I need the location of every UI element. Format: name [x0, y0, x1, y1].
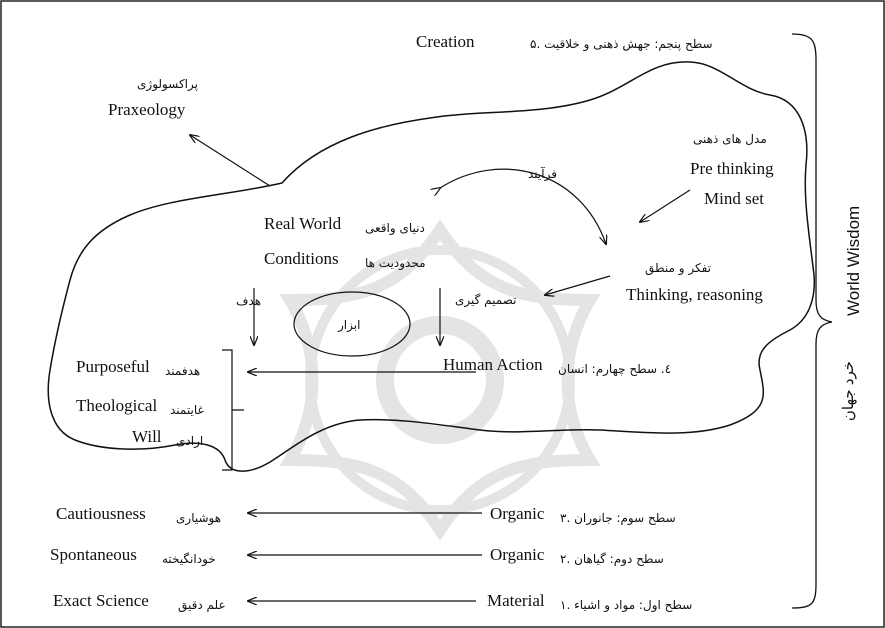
thinking-en: Thinking, reasoning: [626, 285, 763, 304]
level2-label: ۲. سطح دوم: گیاهان: [560, 552, 664, 566]
level4-en: Human Action: [443, 355, 543, 374]
praxeology-fa: پراکسولوژی: [137, 77, 198, 91]
level5-en: Creation: [416, 32, 475, 51]
level2-en: Organic: [490, 545, 545, 564]
level1-outcome-en: Exact Science: [53, 591, 149, 610]
world-wisdom-bracket: [791, 33, 833, 609]
goal-label: هدف: [236, 294, 262, 308]
thinking-fa: تفکر و منطق: [645, 261, 711, 275]
mindset-en2: Mind set: [704, 189, 764, 208]
attr-theological-fa: غایتمند: [170, 403, 204, 417]
attr-purposeful-fa: هدفمند: [165, 364, 201, 378]
mindset-en1: Pre thinking: [690, 159, 774, 178]
conditions-fa: محدودیت ها: [365, 256, 426, 270]
level3-outcome-fa: هوشیاری: [176, 511, 222, 525]
tool-label: ابزار: [338, 318, 361, 332]
decision-label: تصمیم گیری: [455, 293, 517, 307]
praxeology-en: Praxeology: [108, 100, 186, 119]
level2-outcome-en: Spontaneous: [50, 545, 137, 564]
level1-outcome-fa: علم دقیق: [178, 598, 226, 612]
praxeology-arrow: [190, 135, 271, 187]
level1-en: Material: [487, 591, 545, 610]
conditions-en: Conditions: [264, 249, 339, 268]
level5-label: ۵. سطح پنجم: جهش ذهنی و خلاقیت: [530, 37, 713, 51]
level2-outcome-fa: خودانگیخته: [162, 552, 216, 566]
level1-label: ۱. سطح اول: مواد و اشیاء: [560, 598, 693, 612]
mindset-arrow: [640, 189, 691, 222]
mindset-fa: مدل های ذهنی: [693, 132, 767, 146]
real-world-en: Real World: [264, 214, 342, 233]
world-wisdom-fa-label: خرد جهان: [840, 360, 857, 422]
world-wisdom-label: World Wisdom: [844, 205, 863, 316]
thinking-to-decision-arrow: [545, 275, 611, 295]
attr-will-fa: ارادی: [176, 434, 204, 448]
attr-will-en: Will: [132, 427, 162, 446]
level3-en: Organic: [490, 504, 545, 523]
process-arc: [440, 168, 606, 244]
tool-ellipse: [293, 291, 411, 357]
attr-purposeful-en: Purposeful: [76, 357, 150, 376]
level3-outcome-en: Cautiousness: [56, 504, 146, 523]
cloud-outline: [47, 61, 816, 472]
attrs-bracket: [222, 349, 244, 471]
watermark: [279, 219, 601, 541]
attr-theological-en: Theological: [76, 396, 158, 415]
process-label: فرآیند: [528, 167, 557, 181]
level3-label: ۳. سطح سوم: جانوران: [560, 511, 676, 525]
level4-label: ٤. سطح چهارم: انسان: [558, 362, 672, 376]
real-world-fa: دنیای واقعی: [365, 221, 425, 235]
